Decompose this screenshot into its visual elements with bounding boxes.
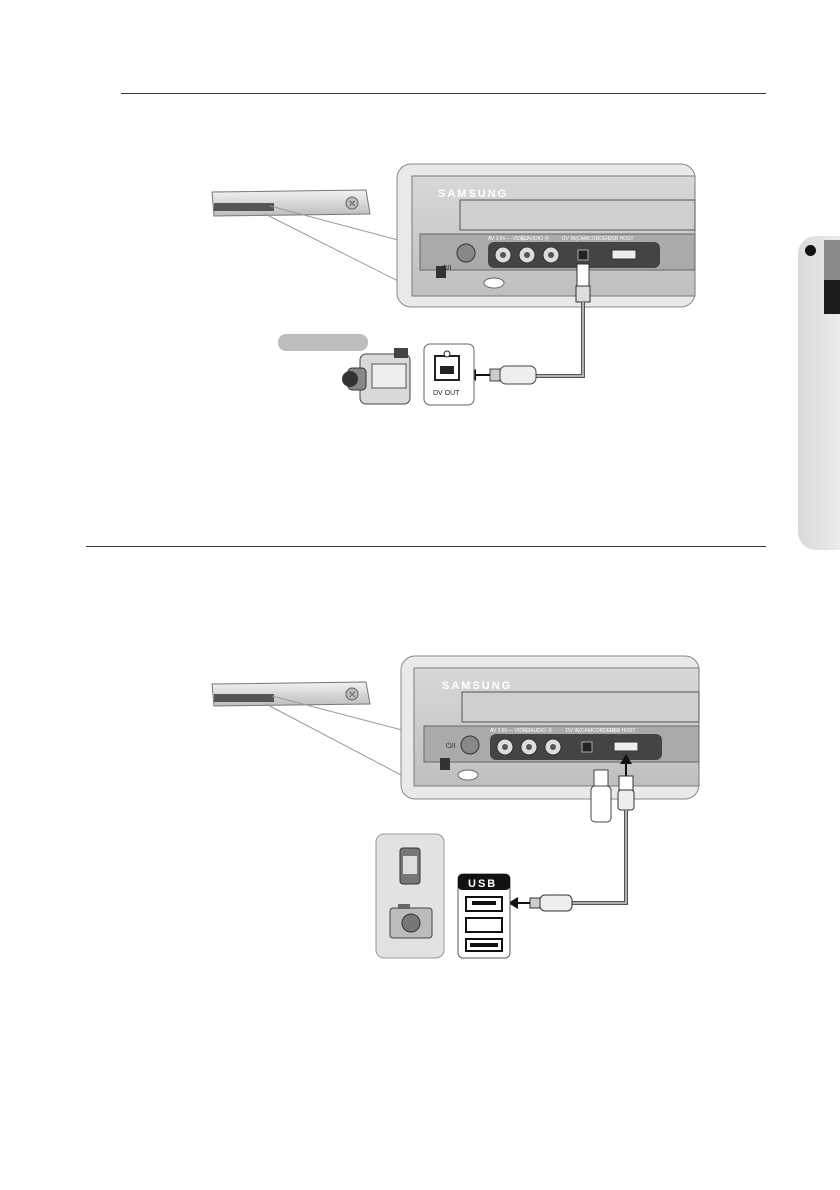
chapter-tab-marker: [824, 240, 840, 280]
brand-logo: SAMSUNG: [438, 188, 508, 200]
svg-text:✕: ✕: [348, 690, 356, 701]
power-label: ⏻/I: [446, 742, 455, 750]
dv-out-port-box: [423, 343, 475, 406]
dv-connection-illustration: ✕ SAMSUNG ⏻/I AV 3 IN — VIDEO Ⓛ AUDIO Ⓡ …: [211, 163, 696, 406]
usb-label: USB: [468, 878, 497, 890]
zoom-line: [264, 213, 421, 293]
audio-label: Ⓛ AUDIO Ⓡ: [521, 235, 549, 242]
chapter-tab-dot: [805, 245, 816, 256]
recorder-thumbnail: ✕: [211, 681, 371, 707]
zoom-line: [265, 703, 423, 787]
chapter-tab-active-marker: [824, 280, 840, 314]
av3-label: AV 3 IN — VIDEO: [488, 236, 528, 242]
recorder-front-panel: [396, 163, 696, 308]
camcorder-image: [278, 334, 411, 405]
usb-host-label: USB HOST: [610, 728, 636, 734]
usb-cable: [508, 754, 635, 912]
usb-port-box: [457, 873, 511, 959]
zoom-line: [269, 205, 399, 241]
audio-label: Ⓛ AUDIO Ⓡ: [524, 727, 552, 734]
usb-flash-drive: [590, 769, 612, 823]
usb-devices-box: [375, 833, 445, 959]
brand-logo: SAMSUNG: [442, 680, 512, 692]
dv-in-label: DV IN(CAMCORDER): [566, 728, 616, 734]
usb-connection-illustration: ✕ SAMSUNG ⏻/I AV 3 IN — VIDEO Ⓛ AUDIO Ⓡ …: [211, 655, 700, 959]
zoom-line: [271, 695, 403, 731]
av3-label: AV 3 IN — VIDEO: [490, 728, 530, 734]
dv-out-label: DV OUT: [433, 390, 460, 397]
dv-cable: [466, 263, 591, 385]
svg-text:✕: ✕: [348, 199, 356, 210]
recorder-thumbnail: ✕: [211, 189, 371, 217]
section-divider-middle: [86, 546, 766, 547]
usb-host-label: USB HOST: [608, 236, 634, 242]
dv-in-label: DV IN(CAMCORDER): [562, 236, 612, 242]
power-label: ⏻/I: [442, 264, 451, 272]
section-divider-top: [121, 93, 766, 94]
